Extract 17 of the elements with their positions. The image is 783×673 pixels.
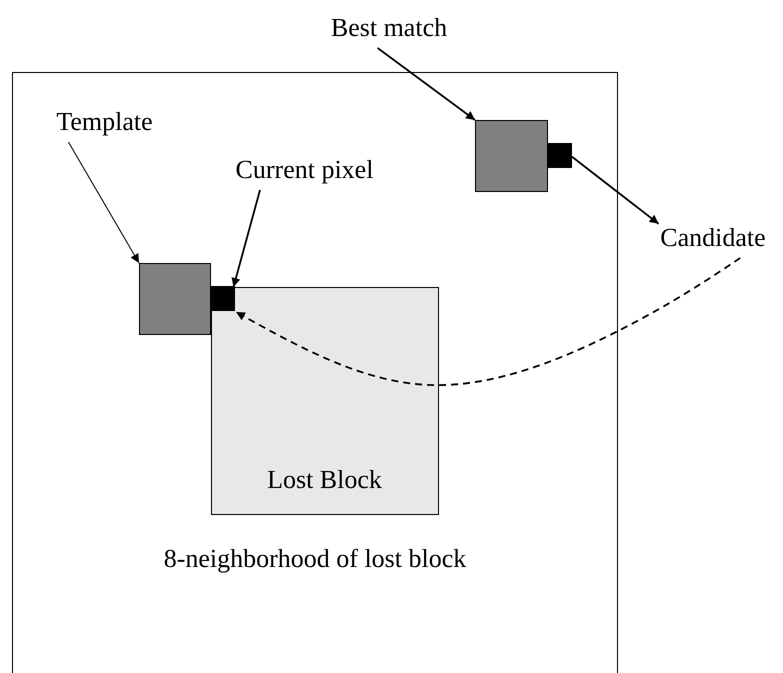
callout-label: Template	[44, 106, 166, 142]
arrow	[377, 47, 476, 121]
template-patch	[138, 262, 210, 334]
best-match-patch	[474, 120, 548, 192]
arrow	[68, 142, 140, 264]
arrow	[571, 156, 660, 225]
pixel-square	[210, 286, 235, 311]
callout-label: Candidate	[645, 222, 781, 258]
callout-label: Best match	[318, 12, 460, 48]
lost-block-box	[210, 286, 438, 514]
arrow	[236, 257, 741, 386]
region-label: 8-neighborhood of lost block	[164, 543, 466, 574]
pixel-square	[548, 142, 572, 168]
callout-label: Current pixel	[230, 154, 380, 190]
block-label: Lost Block	[267, 464, 382, 495]
arrow	[232, 190, 261, 288]
region-frame	[12, 72, 618, 673]
